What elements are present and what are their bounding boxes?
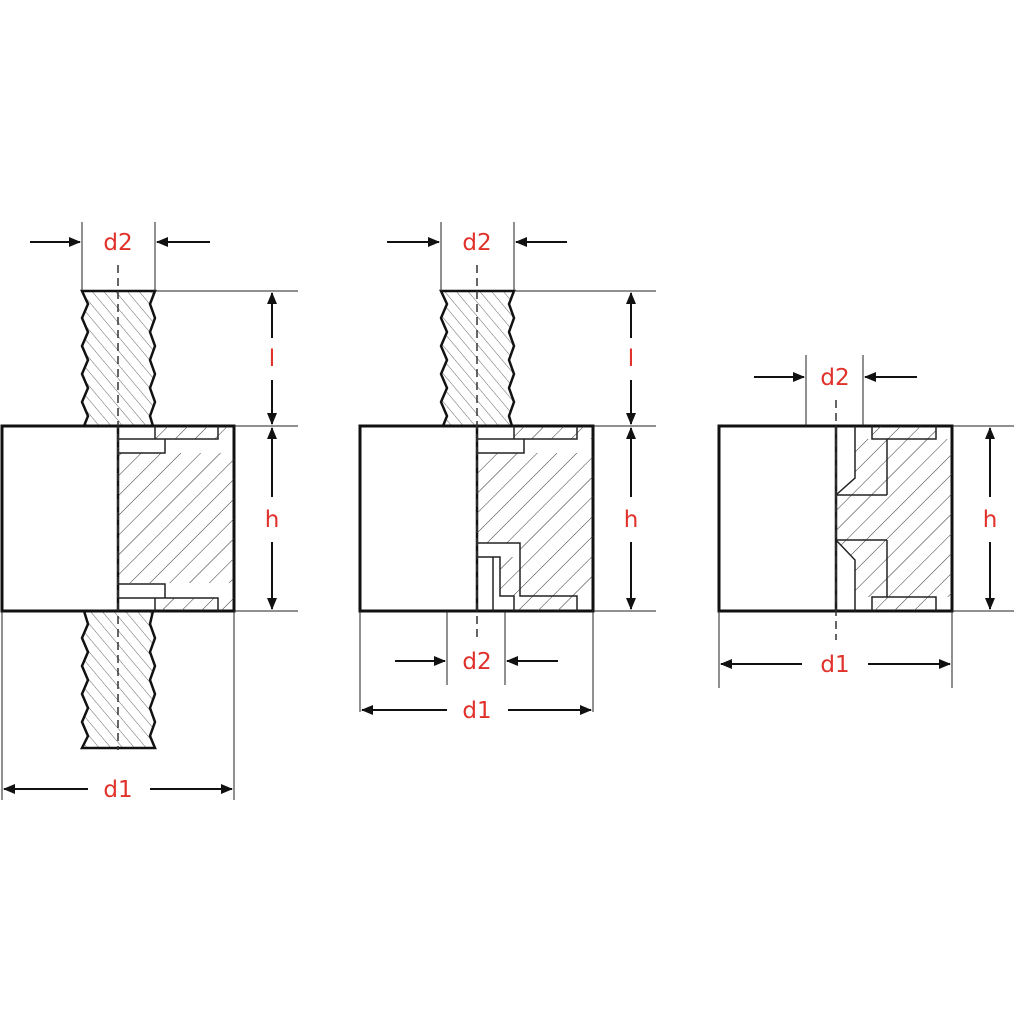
label-d2-bottom: d2: [462, 649, 491, 675]
label-d1: d1: [103, 777, 132, 803]
section-hatch: [118, 426, 234, 611]
section-hatch: [477, 426, 593, 611]
label-d2: d2: [820, 365, 849, 391]
label-h: h: [624, 507, 639, 533]
figure-male-male: d2 l h d1: [0, 222, 298, 803]
label-l: l: [269, 346, 275, 372]
label-d1: d1: [462, 698, 491, 724]
label-d2-top: d2: [462, 230, 491, 256]
figure-male-female: d2 l h d2 d1: [358, 222, 656, 724]
label-h: h: [983, 507, 998, 533]
section-hatch: [836, 426, 952, 611]
label-h: h: [265, 507, 280, 533]
label-d2: d2: [103, 230, 132, 256]
figure-female-female: d2 h d1: [717, 355, 1014, 688]
label-d1: d1: [820, 652, 849, 678]
label-l: l: [628, 346, 634, 372]
bottom-stud: [79, 609, 157, 750]
